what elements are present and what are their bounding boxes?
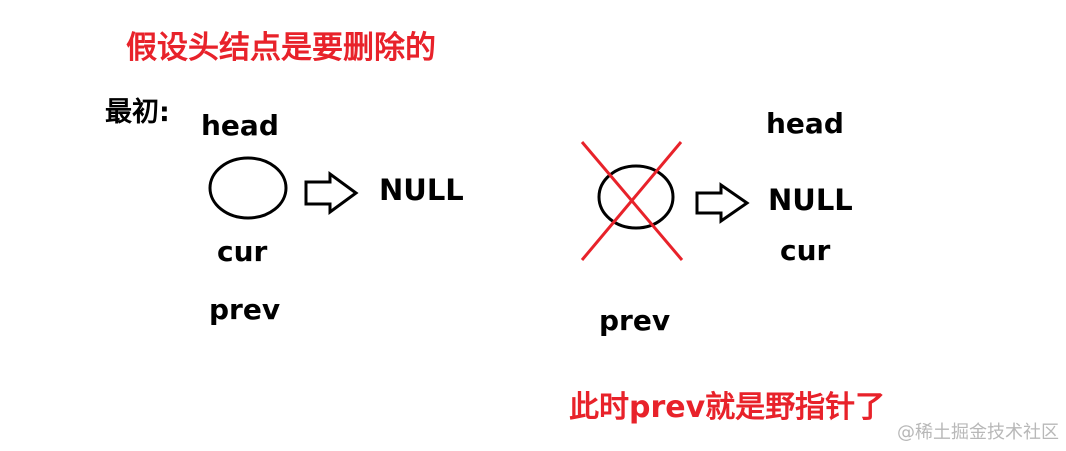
left-cur-label: cur bbox=[217, 235, 268, 268]
left-initial-label: 最初: bbox=[105, 97, 170, 128]
wild-pointer-note: 此时prev就是野指针了 bbox=[569, 390, 886, 425]
watermark: @稀土掘金技术社区 bbox=[897, 422, 1059, 443]
right-node-circle bbox=[597, 164, 675, 230]
right-null-label: NULL bbox=[768, 183, 853, 217]
left-null-label: NULL bbox=[379, 173, 464, 207]
left-prev-label: prev bbox=[209, 293, 281, 326]
right-prev-label: prev bbox=[599, 304, 671, 337]
right-cur-label: cur bbox=[780, 234, 831, 267]
left-arrow-icon bbox=[304, 171, 359, 215]
left-node-circle bbox=[208, 156, 288, 220]
cross-line-b bbox=[580, 141, 683, 261]
page-title: 假设头结点是要删除的 bbox=[126, 30, 436, 66]
left-head-label: head bbox=[201, 109, 279, 142]
right-arrow-icon bbox=[695, 182, 750, 224]
right-head-label: head bbox=[766, 107, 844, 140]
